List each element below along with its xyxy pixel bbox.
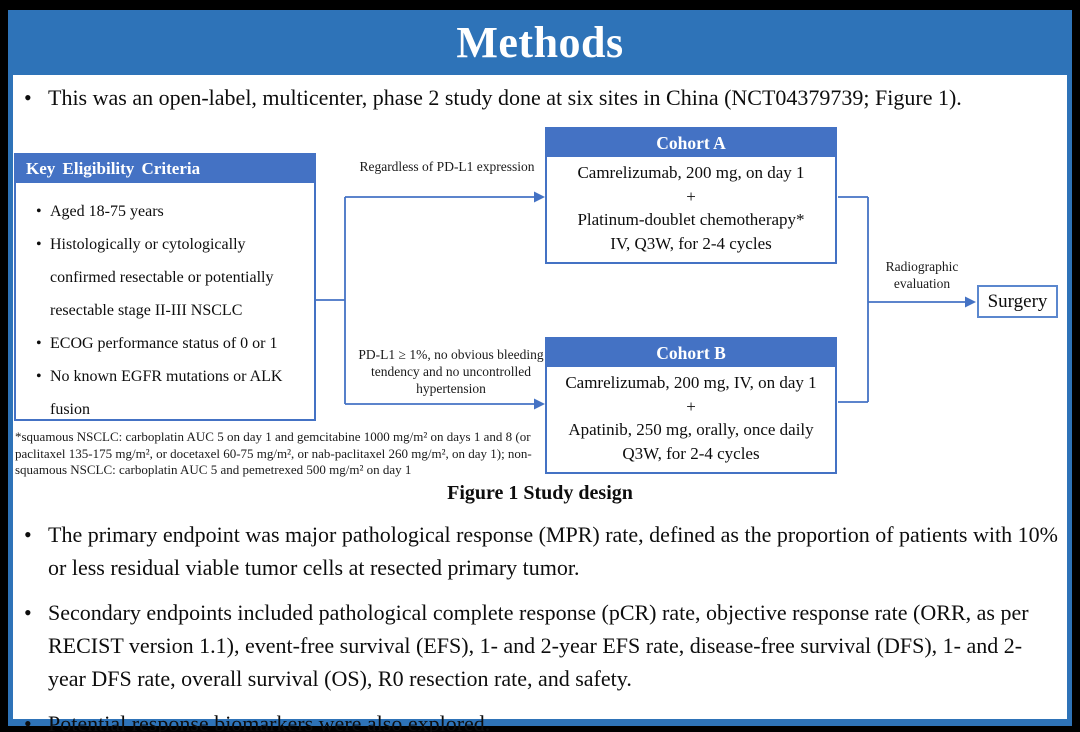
cohort-a-line: Camrelizumab, 200 mg, on day 1 (577, 162, 805, 182)
cohort-b-line: Camrelizumab, 200 mg, IV, on day 1 (565, 372, 817, 392)
radiographic-evaluation-label: Radiographic evaluation (885, 259, 959, 291)
cohort-b-line: + (686, 396, 696, 416)
page-title: Methods (456, 18, 624, 67)
chemotherapy-footnote: *squamous NSCLC: carboplatin AUC 5 on da… (15, 429, 532, 477)
title-banner: Methods (8, 10, 1072, 75)
cohort-a-box: Cohort A Camrelizumab, 200 mg, on day 1 … (545, 127, 837, 264)
eligibility-box: Key Eligibility Criteria Aged 18-75 year… (14, 153, 316, 421)
cohort-b-header: Cohort B (547, 339, 835, 367)
figure-caption: Figure 1 Study design (447, 482, 633, 504)
cohort-b-body: Camrelizumab, 200 mg, IV, on day 1 + Apa… (547, 367, 835, 472)
secondary-endpoints-bullet: Secondary endpoints included pathologica… (22, 596, 1058, 695)
eligibility-list: Aged 18-75 years Histologically or cytol… (16, 183, 314, 426)
cohort-b-line: Q3W, for 2-4 cycles (622, 444, 760, 464)
eligibility-item: Aged 18-75 years (16, 195, 310, 228)
branch-a-label: Regardless of PD-L1 expression (359, 159, 535, 174)
biomarkers-bullet: Potential response biomarkers were also … (22, 707, 1058, 732)
intro-bullet: This was an open-label, multicenter, pha… (22, 84, 1056, 112)
cohort-a-line: Platinum-doublet chemotherapy* (577, 210, 805, 230)
eligibility-item: Histologically or cytologically confirme… (16, 228, 310, 327)
branch-b-label: PD-L1 ≥ 1%, no obvious bleeding tendency… (358, 347, 544, 396)
endpoint-bullets: The primary endpoint was major pathologi… (22, 518, 1058, 732)
cohort-a-header: Cohort A (547, 129, 835, 157)
eligibility-item: ECOG performance status of 0 or 1 (16, 327, 310, 360)
eligibility-item: No known EGFR mutations or ALK fusion (16, 360, 310, 426)
cohort-b-box: Cohort B Camrelizumab, 200 mg, IV, on da… (545, 337, 837, 474)
cohort-a-line: IV, Q3W, for 2-4 cycles (610, 234, 772, 254)
cohort-b-line: Apatinib, 250 mg, orally, once daily (568, 420, 814, 440)
cohort-a-line: + (686, 186, 696, 206)
surgery-box: Surgery (977, 285, 1058, 318)
cohort-a-body: Camrelizumab, 200 mg, on day 1 + Platinu… (547, 157, 835, 262)
eligibility-header: Key Eligibility Criteria (16, 155, 314, 183)
primary-endpoint-bullet: The primary endpoint was major pathologi… (22, 518, 1058, 584)
